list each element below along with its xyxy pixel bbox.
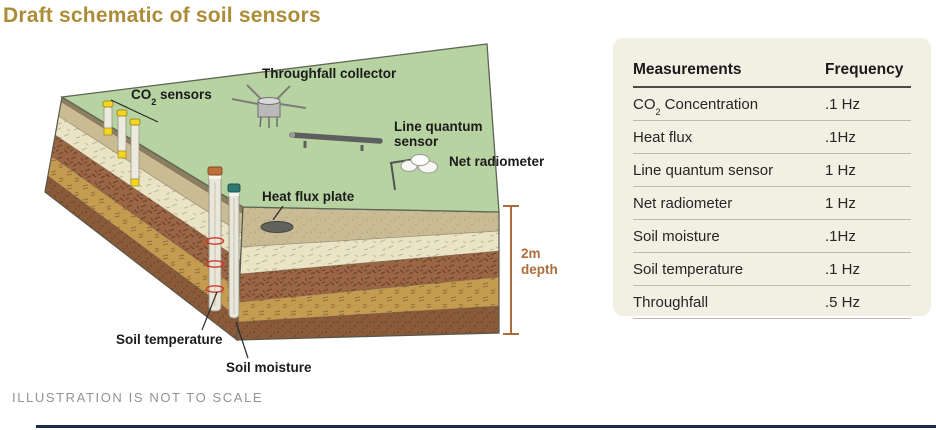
measurement-label: Heat flux [633,128,693,146]
table-row: Soil moisture .1Hz [633,220,911,253]
label-soil-temperature: Soil temperature [116,332,223,347]
table-row: Heat flux .1Hz [633,121,911,154]
label-heat-flux-plate: Heat flux plate [262,189,355,204]
table-row: Throughfall .5 Hz [633,286,911,319]
header-frequency: Frequency [825,61,904,78]
header-measurements: Measurements [633,61,742,78]
label-co2-sensors: CO2 sensors [131,87,212,107]
frequency-value: .5 Hz [825,293,861,311]
soil-front-face [236,206,500,341]
frequency-value: .1 Hz [825,95,861,113]
table-row: CO2 Concentration .1 Hz [633,88,911,121]
frequency-value: 1 Hz [825,194,856,212]
line-quantum-sensor-device [289,132,383,151]
soil-block-illustration [44,43,519,359]
frequency-value: 1 Hz [825,161,856,179]
label-soil-moisture: Soil moisture [226,360,312,375]
measurement-label: Throughfall [633,293,709,311]
heat-flux-plate-device [260,221,294,233]
bottom-accent-bar [36,425,936,428]
table-row: Line quantum sensor 1 Hz [633,154,911,187]
grass-surface [60,43,500,213]
net-radiometer-device [389,154,438,191]
depth-indicator [503,205,519,335]
co2-sensor-tubes [102,100,141,187]
page-title: Draft schematic of soil sensors [3,4,321,27]
measurement-label: Soil temperature [633,260,744,278]
label-line-quantum-sensor: Line quantum sensor [394,119,483,150]
measurement-label: Line quantum sensor [633,161,774,179]
scale-disclaimer: ILLUSTRATION IS NOT TO SCALE [12,390,264,405]
soil-temperature-probe [205,166,225,312]
frequency-value: .1 Hz [825,260,861,278]
frequency-value: .1Hz [825,128,856,146]
measurements-table: Measurements Frequency CO2 Concentration… [613,38,931,319]
label-pointer-lines [110,99,284,359]
label-net-radiometer: Net radiometer [449,154,545,169]
table-header-row: Measurements Frequency [633,44,911,88]
table-row: Net radiometer 1 Hz [633,187,911,220]
label-throughfall-collector: Throughfall collector [262,66,397,81]
label-depth: 2m depth [521,246,558,278]
measurement-label: CO2 Concentration [633,95,759,117]
measurement-label: Soil moisture [633,227,720,245]
soil-moisture-probe [227,183,241,319]
measurement-label: Net radiometer [633,194,733,212]
soil-left-face [44,96,244,342]
frequency-value: .1Hz [825,227,856,245]
table-row: Soil temperature .1 Hz [633,253,911,286]
throughfall-collector-device [231,84,307,128]
